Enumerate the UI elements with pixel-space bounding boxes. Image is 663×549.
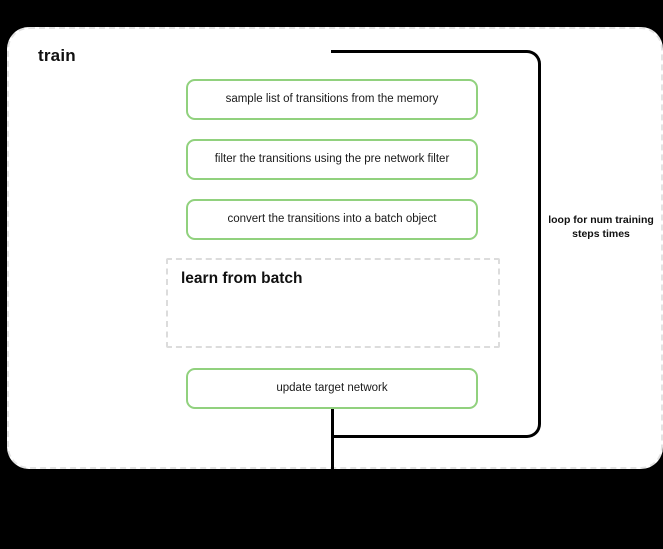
learn-from-batch-scope: learn from batch xyxy=(166,258,500,348)
exit-connector-line xyxy=(331,409,334,470)
step-label: sample list of transitions from the memo… xyxy=(225,92,439,105)
step-label: update target network xyxy=(276,381,388,394)
loop-back-edge-path xyxy=(331,50,541,438)
loop-caption-label: loop for num training steps times xyxy=(548,214,654,240)
step-label: filter the transitions using the pre net… xyxy=(214,152,450,165)
scope-title: train xyxy=(38,46,76,65)
step-update-target-network[interactable]: update target network xyxy=(186,368,478,409)
step-convert-to-batch[interactable]: convert the transitions into a batch obj… xyxy=(186,199,478,240)
step-sample-transitions[interactable]: sample list of transitions from the memo… xyxy=(186,79,478,120)
subscope-title: learn from batch xyxy=(181,270,303,287)
step-label: convert the transitions into a batch obj… xyxy=(227,212,437,225)
step-filter-transitions[interactable]: filter the transitions using the pre net… xyxy=(186,139,478,180)
